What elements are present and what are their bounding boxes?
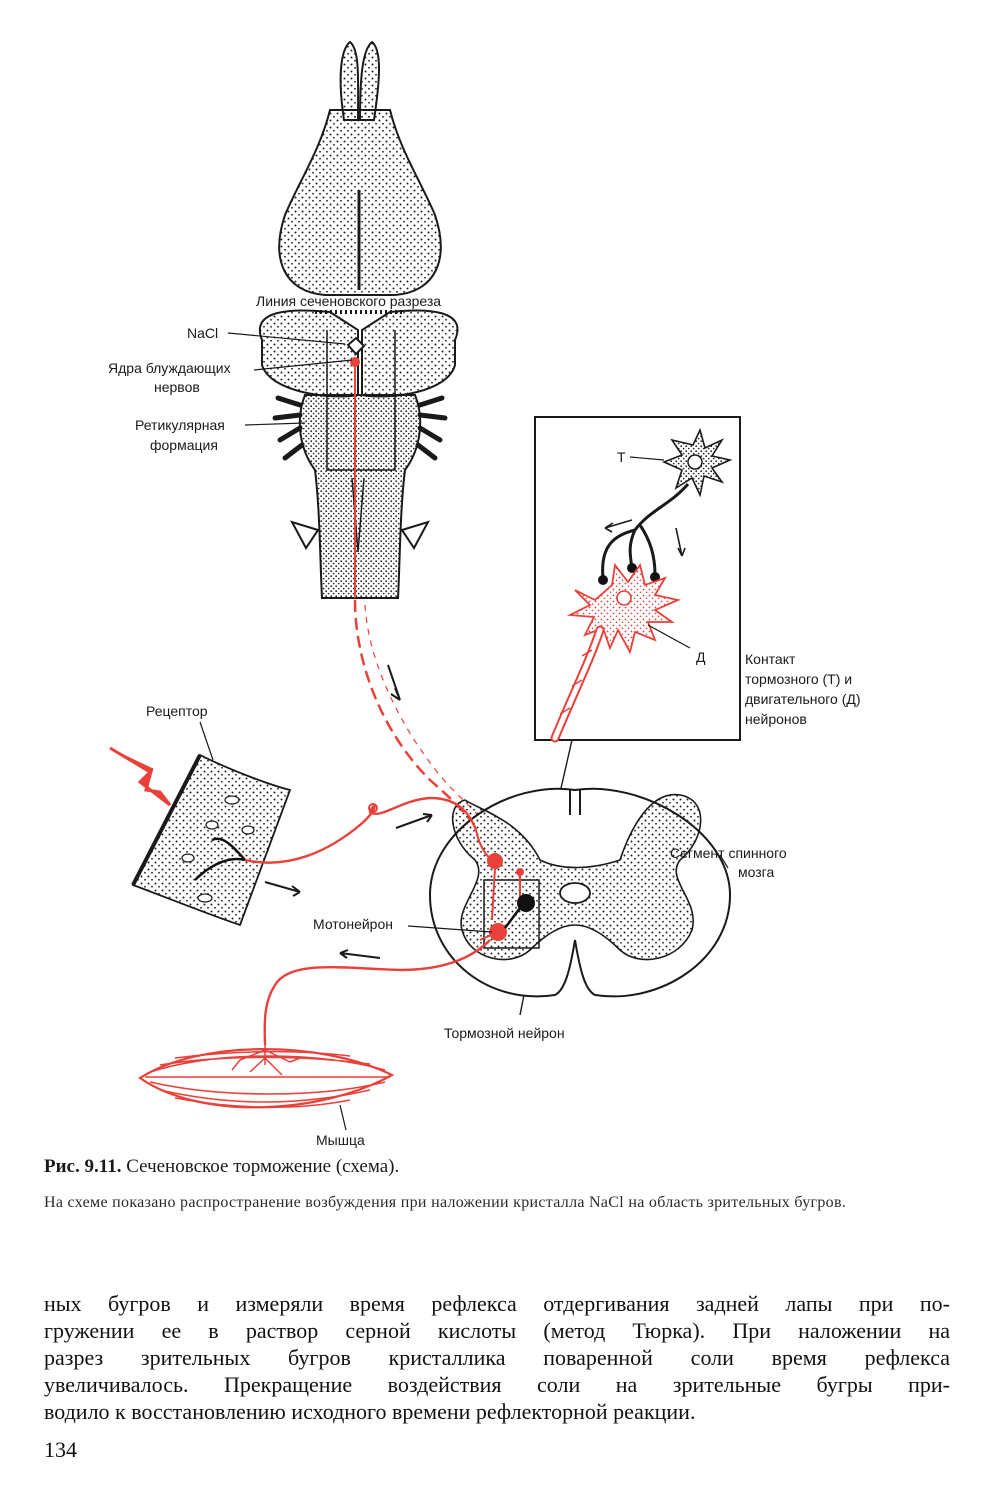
body-line: водило к восстановлению исходного времен… — [44, 1399, 696, 1424]
label-t: Т — [617, 449, 626, 465]
label-contact-line3: двигательного (Д) — [745, 691, 861, 707]
brain-drawing — [258, 40, 459, 599]
receptor-skin — [131, 753, 292, 927]
label-receptor: Рецептор — [146, 703, 208, 719]
figure-sechenov-inhibition: Линия сеченовского разреза NaCl Ядра блу… — [108, 40, 861, 1148]
label-contact-line2: тормозного (Т) и — [745, 671, 852, 687]
label-motoneuron: Мотонейрон — [313, 916, 393, 932]
label-muscle: Мышца — [316, 1132, 365, 1148]
lightning-stimulus — [109, 746, 172, 807]
interneuron-red — [487, 853, 503, 869]
body-paragraph: ных бугров и измеряли время рефлекса отд… — [44, 1290, 950, 1425]
figure-caption-text: На схеме показано распространение возбуж… — [44, 1194, 847, 1211]
figure-number: Рис. 9.11. — [44, 1156, 122, 1177]
label-reticular-line2: формация — [150, 437, 218, 453]
body-line: ных бугров и измеряли время рефлекса отд… — [44, 1291, 950, 1316]
figure-caption-title: Рис. 9.11. Сеченовское торможение (схема… — [44, 1156, 399, 1178]
label-contact-line1: Контакт — [745, 651, 796, 667]
body-line: увеличивалось. Прекращение воздействия с… — [44, 1372, 950, 1397]
figure-title: Сеченовское торможение (схема). — [126, 1156, 400, 1177]
inhibitory-neuron-dot — [517, 894, 535, 912]
page-number: 134 — [44, 1437, 77, 1462]
label-nacl: NaCl — [187, 325, 218, 341]
label-vagus-line1: Ядра блуждающих — [108, 360, 231, 376]
label-segment-line1: Сегмент спинного — [670, 845, 787, 861]
label-d: Д — [696, 649, 706, 665]
label-inhibitory-neuron: Тормозной нейрон — [444, 1025, 565, 1041]
body-line: разрез зрительных бугров кристаллика пов… — [44, 1345, 950, 1370]
spinal-cord-segment — [428, 787, 732, 998]
muscle-drawing — [138, 1045, 395, 1131]
efferent-fiber — [263, 939, 491, 1046]
label-segment-line2: мозга — [738, 864, 774, 880]
nacl-crystal — [346, 336, 366, 356]
label-contact-line4: нейронов — [745, 711, 807, 727]
arrow-down — [387, 664, 401, 701]
interneuron-red-2 — [516, 868, 524, 876]
label-vagus-line2: нервов — [154, 379, 200, 395]
label-reticular-line1: Ретикулярная — [135, 417, 225, 433]
label-cut-line: Линия сеченовского разреза — [256, 293, 441, 309]
inset-neuron-contact — [534, 416, 741, 743]
body-line: гружении ее в раствор серной кислоты (ме… — [44, 1318, 950, 1343]
